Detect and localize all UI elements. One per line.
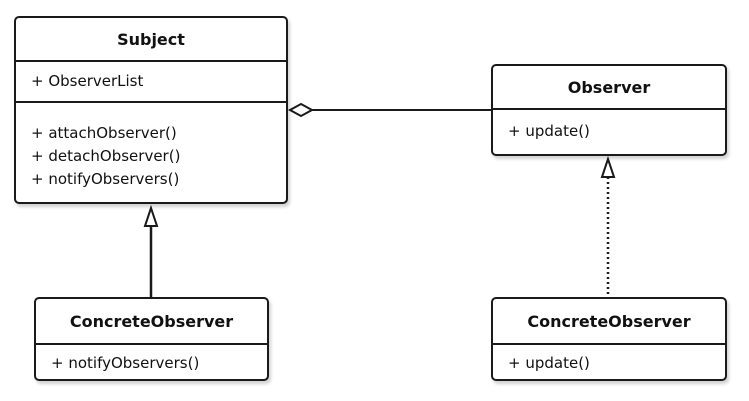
subject-method: + notifyObservers() <box>31 170 180 188</box>
concrete-subject-methods: + notifyObservers() <box>36 343 267 375</box>
concrete-subject-class-name: ConcreteObserver <box>69 311 234 331</box>
subject-method: + attachObserver() <box>31 124 177 142</box>
concrete-subject-class: ConcreteObserver + notifyObservers() <box>34 297 269 381</box>
subject-methods: + attachObserver() + detachObserver() + … <box>16 101 286 191</box>
generalization-arrowhead <box>143 204 159 227</box>
observer-class: Observer + update() <box>491 64 727 156</box>
aggregation-diamond <box>287 102 315 118</box>
concrete-observer-class: ConcreteObserver + update() <box>491 297 727 381</box>
concrete-observer-method: + update() <box>508 354 590 372</box>
realization-arrowhead <box>600 155 616 178</box>
subject-method: + detachObserver() <box>31 147 181 165</box>
subject-class: Subject + ObserverList + attachObserver(… <box>14 16 288 204</box>
concrete-subject-method: + notifyObservers() <box>51 354 200 372</box>
observer-methods: + update() <box>493 108 725 143</box>
subject-class-name: Subject <box>117 29 185 49</box>
subject-attributes: + ObserverList <box>16 60 286 101</box>
observer-method: + update() <box>508 122 590 140</box>
observer-class-name: Observer <box>567 77 651 97</box>
concrete-observer-methods: + update() <box>493 343 725 375</box>
concrete-observer-class-name: ConcreteObserver <box>527 311 691 331</box>
subject-attribute: + ObserverList <box>31 72 144 90</box>
